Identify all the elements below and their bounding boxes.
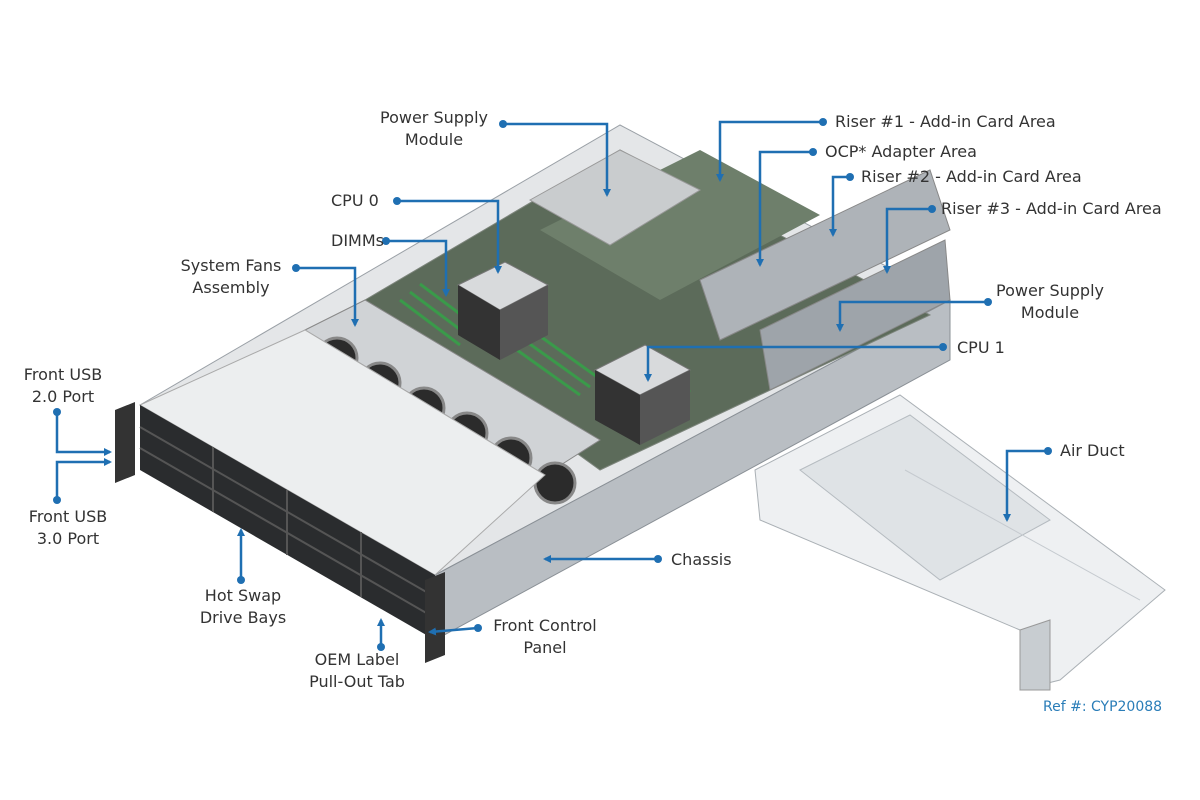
label-cpu1: CPU 1 — [957, 338, 1005, 357]
callout-dots — [53, 118, 1052, 651]
label-line: 2.0 Port — [31, 387, 95, 406]
label-line: 3.0 Port — [36, 529, 100, 548]
label-line: Module — [1020, 303, 1080, 322]
label-line: Power Supply — [996, 281, 1104, 300]
label-riser1: Riser #1 - Add-in Card Area — [835, 112, 1056, 131]
cpu1-heatsink — [593, 344, 692, 445]
drive-bays — [139, 405, 436, 640]
label-line: Drive Bays — [199, 608, 287, 627]
callout-lines — [55, 120, 1048, 647]
air-duct — [754, 394, 1166, 691]
label-line: OEM Label — [314, 650, 400, 669]
label-air-duct: Air Duct — [1060, 441, 1125, 460]
label-line: Front USB — [28, 507, 108, 526]
label-line: Front USB — [23, 365, 103, 384]
right-rack-ear — [425, 572, 445, 663]
label-line: Front Control — [493, 616, 597, 635]
cpu0-heatsink — [456, 261, 550, 360]
chassis — [115, 124, 952, 663]
reference-number: Ref #: CYP20088 — [1043, 699, 1163, 715]
label-riser3: Riser #3 - Add-in Card Area — [941, 199, 1162, 218]
label-line: Hot Swap — [204, 586, 282, 605]
label-riser2: Riser #2 - Add-in Card Area — [861, 167, 1082, 186]
left-rack-ear — [115, 402, 135, 483]
label-front-usb2: Front USB 2.0 Port — [24, 364, 102, 408]
label-line: Module — [404, 130, 464, 149]
label-line: Panel — [523, 638, 567, 657]
label-line: System Fans — [180, 256, 282, 275]
label-dimms: DIMMs — [331, 231, 384, 250]
label-front-usb3: Front USB 3.0 Port — [29, 506, 107, 550]
label-line: Assembly — [192, 278, 270, 297]
label-ocp: OCP* Adapter Area — [825, 142, 977, 161]
label-line: Pull-Out Tab — [309, 672, 405, 691]
label-line: Power Supply — [380, 108, 488, 127]
label-chassis: Chassis — [671, 550, 732, 569]
label-cpu0: CPU 0 — [331, 191, 379, 210]
